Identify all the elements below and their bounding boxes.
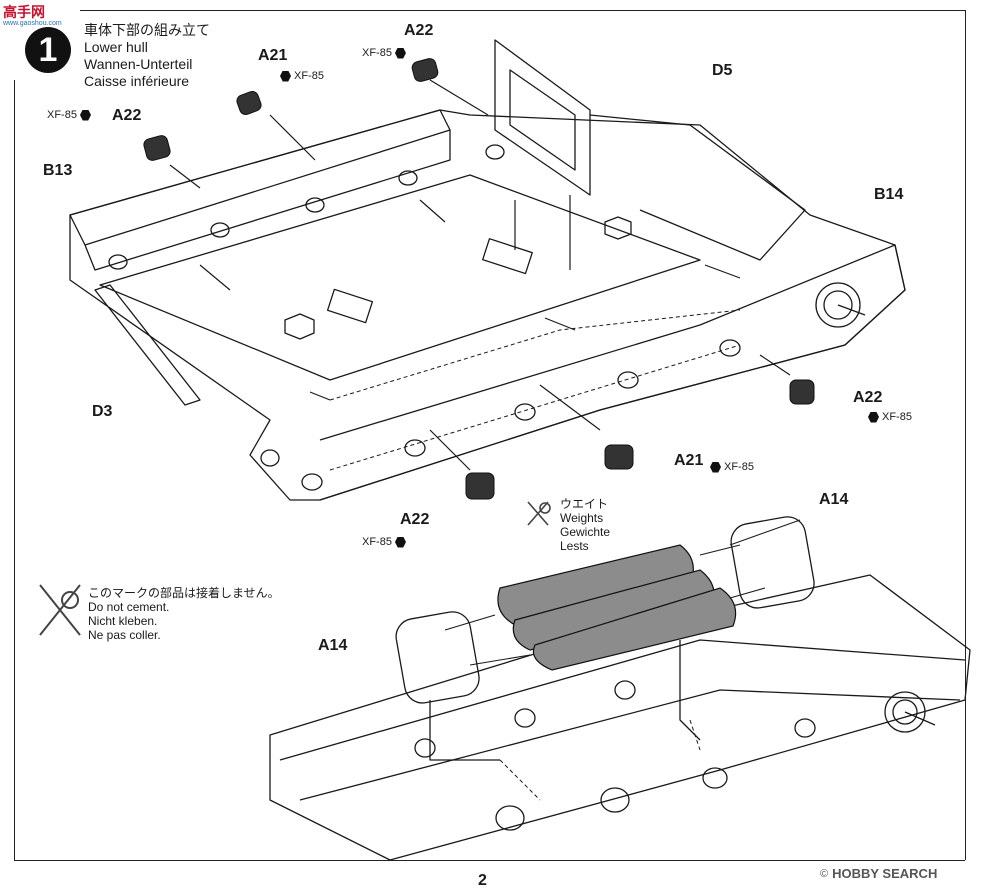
step-title-ja: 車体下部の組み立て xyxy=(84,22,210,38)
step-title-fr: Caisse inférieure xyxy=(84,73,190,89)
paint-code-text: XF-85 xyxy=(362,47,392,59)
paint-code-a22-bottom: XF-85 xyxy=(362,536,406,548)
paint-code-text: XF-85 xyxy=(47,109,77,121)
step-number: 1 xyxy=(38,30,58,69)
no-cement-en: Do not cement. xyxy=(88,600,170,614)
no-cement-small-icon xyxy=(527,501,551,526)
label-a22-top: A22 xyxy=(404,22,434,39)
side-plate-b14 xyxy=(319,244,906,501)
weight-cylinders xyxy=(497,544,737,671)
label-d3: D3 xyxy=(92,403,113,420)
upper-hull-outline xyxy=(69,109,906,501)
paint-code-text: XF-85 xyxy=(724,461,754,473)
label-a21-mid: A21 xyxy=(674,452,704,469)
paint-hex-icon xyxy=(79,109,91,121)
floor-plate-d3 xyxy=(94,284,201,406)
label-a22-bottom: A22 xyxy=(400,511,430,528)
page-number: 2 xyxy=(478,872,487,889)
label-a22-left: A22 xyxy=(112,107,142,124)
paint-code-text: XF-85 xyxy=(294,70,324,82)
no-cement-de: Nicht kleben. xyxy=(88,614,158,628)
frame-top-line xyxy=(80,10,965,11)
frame-right-line xyxy=(965,10,966,860)
paint-code-text: XF-85 xyxy=(882,411,912,423)
watermark-brand-text: HOBBY SEARCH xyxy=(832,866,938,881)
paint-code-a21-top: XF-85 xyxy=(280,70,324,82)
label-a14-right: A14 xyxy=(819,491,849,508)
label-d5: D5 xyxy=(712,62,733,79)
weights-en: Weights xyxy=(560,511,604,525)
no-cement-notice: このマークの部品は接着しません。 Do not cement. Nicht kl… xyxy=(88,586,280,642)
label-a21-top: A21 xyxy=(258,47,288,64)
step-title-de: Wannen-Unterteil xyxy=(84,56,193,72)
label-a22-right: A22 xyxy=(853,389,883,406)
watermark-logo: 高手网 www.gaoshou.com xyxy=(3,2,62,27)
frame-bottom-line xyxy=(14,860,965,861)
no-cement-fr: Ne pas coller. xyxy=(88,628,161,642)
glacis-plate xyxy=(589,114,806,261)
weight-holder-a14-left xyxy=(395,611,480,704)
roller-a21-mid xyxy=(604,444,634,470)
step-title: 車体下部の組み立て Lower hull Wannen-Unterteil Ca… xyxy=(84,22,210,90)
weights-de: Gewichte xyxy=(560,525,611,539)
front-plate-d5 xyxy=(494,39,591,196)
paint-hex-icon xyxy=(394,536,406,548)
watermark-url: www.gaoshou.com xyxy=(3,20,62,27)
watermark-brand: 高手网 xyxy=(3,4,45,20)
paint-code-a22-right: XF-85 xyxy=(868,411,912,423)
weights-ja: ウエイト xyxy=(560,497,609,511)
no-cement-ja: このマークの部品は接着しません。 xyxy=(88,586,280,600)
frame-left-line xyxy=(14,80,15,860)
label-b14: B14 xyxy=(874,186,904,203)
hull-floor xyxy=(99,174,701,381)
step-title-en: Lower hull xyxy=(84,39,148,55)
paint-hex-icon xyxy=(280,70,291,82)
label-a14-left: A14 xyxy=(318,637,348,654)
watermark-hobby-search: © HOBBY SEARCH xyxy=(820,866,937,881)
label-b13: B13 xyxy=(43,162,73,179)
no-cement-icon xyxy=(39,584,81,636)
paint-hex-icon xyxy=(868,411,879,423)
roller-a22-right xyxy=(789,379,815,405)
paint-code-a22-left: XF-85 xyxy=(47,109,91,121)
paint-hex-icon xyxy=(710,461,721,473)
roller-a22-top xyxy=(411,58,439,82)
paint-code-a22-top: XF-85 xyxy=(362,47,406,59)
weights-fr: Lests xyxy=(560,539,589,553)
paint-code-a21-mid: XF-85 xyxy=(710,461,754,473)
weights-note: ウエイト Weights Gewichte Lests xyxy=(560,497,610,553)
paint-code-text: XF-85 xyxy=(362,536,392,548)
weight-holder-a14-right xyxy=(730,516,815,609)
step-number-badge: 1 xyxy=(25,27,71,73)
drive-sprocket xyxy=(815,282,861,328)
watermark-copyright: © xyxy=(820,867,829,880)
roller-a22-left xyxy=(143,135,171,161)
roller-a21-top xyxy=(236,91,262,115)
roller-a22-bottom xyxy=(465,472,495,500)
paint-hex-icon xyxy=(394,47,406,59)
